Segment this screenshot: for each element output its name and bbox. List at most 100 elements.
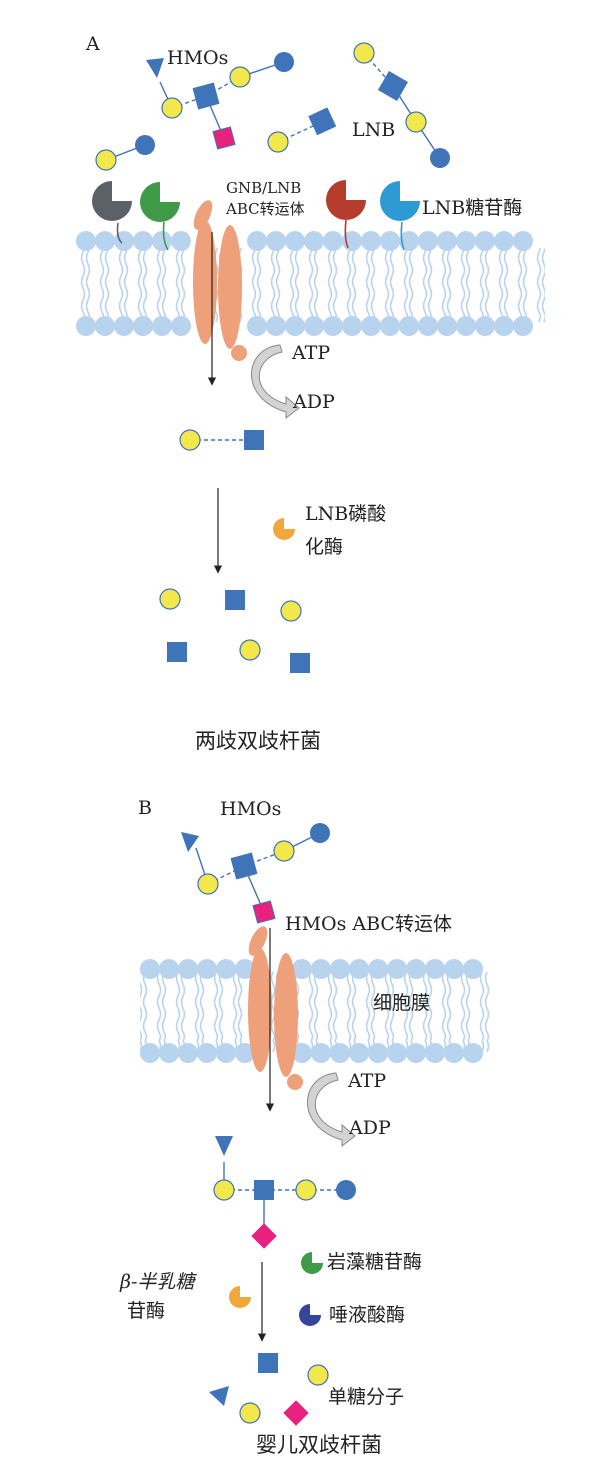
monosaccharides-b bbox=[209, 1353, 329, 1426]
imported-lnb-a bbox=[179, 429, 264, 451]
phospholipid-head bbox=[197, 959, 217, 979]
phospholipid-head bbox=[152, 316, 172, 336]
phospholipid-head bbox=[475, 316, 495, 336]
phospholipid-head bbox=[311, 959, 331, 979]
phospholipid-head bbox=[475, 231, 495, 251]
galactosidase-icon bbox=[229, 1286, 251, 1308]
phospholipid-head bbox=[494, 231, 514, 251]
organism-label-b: 婴儿双歧杆菌 bbox=[256, 1433, 382, 1457]
lnb-molecule-a bbox=[267, 107, 337, 153]
sialidase-icon bbox=[299, 1304, 321, 1326]
adp-label-a: ADP bbox=[292, 391, 335, 413]
fucosidase-label: 岩藻糖苷酶 bbox=[327, 1251, 422, 1273]
atp-label-a: ATP bbox=[291, 342, 330, 364]
phospholipid-head bbox=[494, 316, 514, 336]
enzyme-red bbox=[326, 180, 366, 249]
glcnac-square bbox=[192, 82, 220, 110]
phospholipid-head bbox=[368, 1043, 388, 1063]
phospholipid-head bbox=[292, 1043, 312, 1063]
panel-b-label: B bbox=[138, 797, 152, 819]
phospholipid-head bbox=[247, 231, 267, 251]
cell-membrane-a bbox=[75, 231, 545, 336]
phosphorylase-label-line2: 化酶 bbox=[305, 536, 343, 558]
atp-adp-arrow-b bbox=[307, 1072, 356, 1148]
phospholipid-head bbox=[285, 231, 305, 251]
phospholipid-head bbox=[292, 959, 312, 979]
phospholipid-head bbox=[368, 959, 388, 979]
transporter-label-a-line2: ABC转运体 bbox=[225, 200, 305, 218]
atp-adp-arrow-a bbox=[251, 344, 300, 420]
galactosidase-label-line1: β-半乳糖 bbox=[119, 1271, 197, 1293]
sialidase-label: 唾液酸酶 bbox=[329, 1304, 405, 1326]
phospholipid-head bbox=[247, 316, 267, 336]
panel-b: B HMOs 细胞膜 HMO bbox=[119, 797, 495, 1457]
transporter-label-a-line1: GNB/LNB bbox=[226, 179, 301, 197]
phospholipid-head bbox=[133, 316, 153, 336]
phospholipid-head bbox=[330, 959, 350, 979]
phospholipid-head bbox=[444, 959, 464, 979]
hmos-structure-a bbox=[146, 52, 294, 150]
phospholipid-head bbox=[76, 231, 96, 251]
phospholipid-head bbox=[456, 316, 476, 336]
phospholipid-head bbox=[399, 316, 419, 336]
phospholipid-head bbox=[418, 231, 438, 251]
phospholipid-head bbox=[140, 1043, 160, 1063]
phospholipid-head bbox=[463, 1043, 483, 1063]
phospholipid-head bbox=[330, 1043, 350, 1063]
phospholipid-head bbox=[387, 1043, 407, 1063]
phospholipid-head bbox=[171, 316, 191, 336]
phospholipid-head bbox=[361, 231, 381, 251]
phospholipid-head bbox=[285, 316, 305, 336]
phospholipid-head bbox=[235, 959, 255, 979]
phosphorylase-icon bbox=[273, 518, 295, 540]
phospholipid-head bbox=[387, 959, 407, 979]
galactose-circle bbox=[229, 66, 251, 88]
cell-membrane-b bbox=[140, 959, 495, 1063]
lnb-chain-a bbox=[353, 42, 450, 168]
phospholipid-head bbox=[178, 959, 198, 979]
disaccharide-a bbox=[95, 135, 155, 171]
phospholipid-head bbox=[171, 231, 191, 251]
phospholipid-head bbox=[513, 231, 533, 251]
phospholipid-head bbox=[133, 231, 153, 251]
organism-label-a: 两歧双歧杆菌 bbox=[195, 729, 321, 753]
transporter-label-b: HMOs ABC转运体 bbox=[285, 913, 452, 935]
phospholipid-head bbox=[323, 231, 343, 251]
phospholipid-head bbox=[456, 231, 476, 251]
phospholipid-head bbox=[114, 231, 134, 251]
hmos-label-a: HMOs bbox=[167, 47, 228, 69]
hmos-structure-b bbox=[181, 823, 330, 924]
glucose-circle bbox=[274, 52, 294, 72]
phospholipid-head bbox=[140, 959, 160, 979]
fucosidase-icon bbox=[301, 1252, 323, 1274]
panel-a-label: A bbox=[85, 33, 100, 55]
phospholipid-head bbox=[159, 1043, 179, 1063]
phospholipid-head bbox=[152, 231, 172, 251]
phospholipid-head bbox=[425, 1043, 445, 1063]
enzyme-gray bbox=[92, 181, 132, 244]
galactose-circle bbox=[161, 97, 183, 119]
phospholipid-head bbox=[361, 316, 381, 336]
phospholipid-head bbox=[323, 316, 343, 336]
phospholipid-head bbox=[114, 316, 134, 336]
monosaccharides-label: 单糖分子 bbox=[328, 1386, 404, 1408]
phospholipid-head bbox=[437, 231, 457, 251]
phospholipid-head bbox=[349, 959, 369, 979]
phospholipid-head bbox=[406, 1043, 426, 1063]
abc-transporter-b bbox=[248, 926, 303, 1090]
phospholipid-head bbox=[380, 316, 400, 336]
phospholipid-head bbox=[304, 316, 324, 336]
phospholipid-head bbox=[216, 1043, 236, 1063]
abc-transporter-a bbox=[193, 200, 247, 361]
phospholipid-head bbox=[349, 1043, 369, 1063]
phospholipid-head bbox=[95, 316, 115, 336]
phospholipid-head bbox=[406, 959, 426, 979]
phospholipid-head bbox=[266, 231, 286, 251]
lnb-label-a: LNB bbox=[352, 119, 395, 141]
enzyme-green bbox=[140, 182, 180, 251]
fucose-triangle bbox=[146, 58, 164, 78]
phospholipid-head bbox=[304, 231, 324, 251]
glycosidase-label: LNB糖苷酶 bbox=[422, 197, 522, 219]
phospholipid-head bbox=[216, 959, 236, 979]
